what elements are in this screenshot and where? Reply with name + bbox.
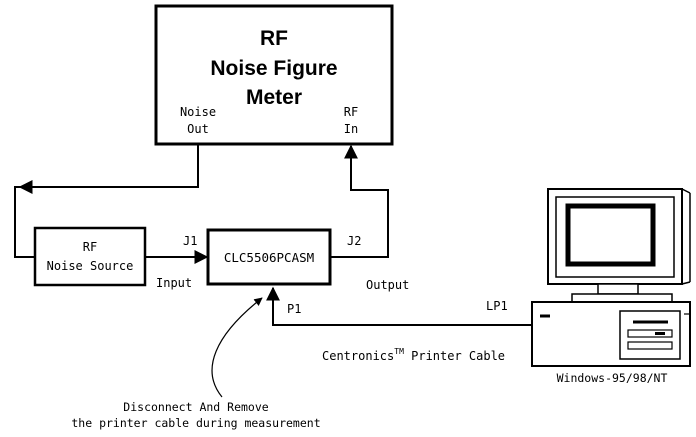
cable-label: CentronicsTM Printer Cable: [322, 347, 505, 363]
trademark-mark: TM: [394, 347, 404, 356]
cable-name: Centronics: [322, 349, 394, 363]
meter-box: [154, 4, 394, 146]
note-line2: the printer cable during measurement: [71, 416, 320, 430]
drive-bay: [627, 341, 673, 350]
noise-out-wire: [14, 144, 199, 258]
j1-label: J1: [183, 234, 197, 248]
noise-source-label-line1: RF: [83, 240, 97, 254]
noise-figure-meter: RF Noise Figure Meter Noise Out RF In: [154, 4, 394, 146]
monitor-stand: [597, 283, 639, 295]
os-label: Windows-95/98/NT: [557, 371, 668, 385]
note-pointer-arrow: [211, 297, 263, 398]
noise-source-label-line2: Noise Source: [47, 259, 134, 273]
cd-drive: [627, 329, 673, 338]
printer-cable-wire: [266, 286, 532, 326]
cable-suffix: Printer Cable: [404, 349, 505, 363]
rf-in-label-line2: In: [344, 122, 358, 136]
output-to-rf-in-wire: [330, 144, 389, 258]
meter-title-line1: RF: [260, 27, 288, 50]
meter-title-line3: Meter: [246, 86, 302, 109]
lp1-label: LP1: [486, 299, 508, 313]
j2-label: J2: [347, 234, 361, 248]
monitor-screen: [565, 203, 656, 267]
rf-noise-source: RF Noise Source: [33, 226, 147, 287]
device-under-test: CLC5506PCASM: [206, 228, 332, 286]
output-label: Output: [366, 278, 409, 292]
p1-label: P1: [287, 302, 301, 316]
device-box: [206, 228, 332, 286]
meter-title-line2: Noise Figure: [210, 57, 337, 80]
monitor-base: [571, 293, 673, 303]
note-line1: Disconnect And Remove: [123, 400, 268, 414]
computer-icon: Windows-95/98/NT: [531, 188, 691, 385]
device-name: CLC5506PCASM: [224, 250, 314, 265]
input-label: Input: [156, 276, 192, 290]
noise-source-box: [33, 226, 147, 287]
noise-out-label-line2: Out: [187, 122, 209, 136]
rf-in-label-line1: RF: [344, 105, 358, 119]
noise-out-label-line1: Noise: [180, 105, 216, 119]
